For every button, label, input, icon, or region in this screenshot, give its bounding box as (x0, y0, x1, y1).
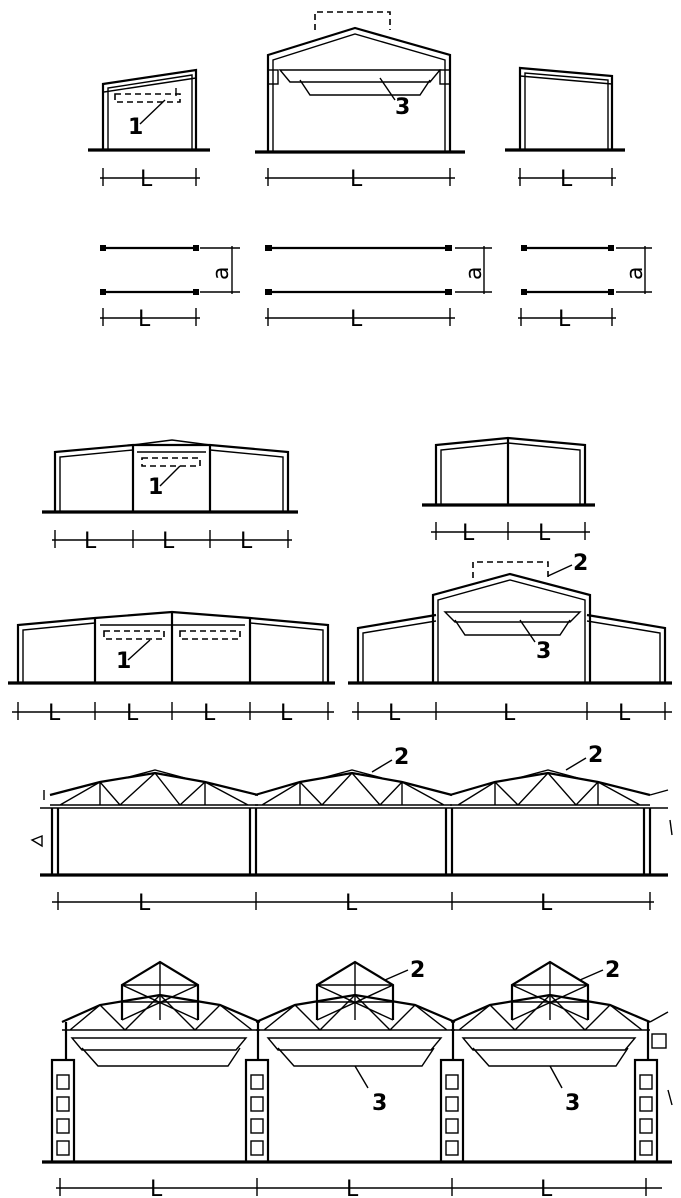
section-three-span: 1 L L L (42, 439, 298, 554)
span-label: L (138, 891, 151, 916)
callout-3: 3 (395, 95, 410, 120)
span-label: L (126, 701, 139, 726)
section-single-span-small-left: 1 L (88, 68, 210, 192)
callout-2: 2 (573, 551, 588, 576)
callout-1: 1 (116, 649, 131, 674)
lattice-column (633, 1058, 659, 1164)
plan-crane: a L (265, 245, 492, 332)
plan-small-left: a L (100, 245, 240, 332)
span-label: L (138, 307, 151, 332)
span-label: L (280, 701, 293, 726)
span-label: L (538, 521, 551, 546)
span-label: L (618, 701, 631, 726)
span-label: L (350, 167, 363, 192)
roof-lantern (510, 960, 590, 1021)
lattice-column (50, 1058, 76, 1164)
span-label: L (558, 307, 571, 332)
span-label: L (540, 891, 553, 916)
callout-3: 3 (372, 1091, 387, 1116)
callout-2: 2 (394, 745, 409, 770)
span-label: L (345, 891, 358, 916)
span-label: L (240, 529, 253, 554)
callout-2: 2 (588, 743, 603, 768)
spacing-label: a (623, 267, 648, 280)
lattice-column (439, 1058, 465, 1164)
span-label: L (140, 167, 153, 192)
plan-small-right: a L (518, 245, 652, 332)
section-single-span-small-right: L (505, 66, 625, 192)
span-label: L (48, 701, 61, 726)
section-two-span: L L (422, 436, 595, 546)
span-label: L (540, 1177, 553, 1198)
lattice-column (244, 1058, 270, 1164)
span-label: L (203, 701, 216, 726)
callout-2: 2 (410, 958, 425, 983)
span-label: L (503, 701, 516, 726)
section-crane-hall-lanterns: 2 2 3 3 L L L (42, 958, 673, 1198)
roof-lantern (315, 960, 395, 1021)
span-label: L (350, 307, 363, 332)
span-label: L (388, 701, 401, 726)
span-label: L (150, 1177, 163, 1198)
callout-1: 1 (148, 475, 163, 500)
section-single-span-crane: 3 L (255, 11, 465, 192)
section-four-span: 1 L L L L (8, 610, 335, 726)
spacing-label: a (462, 267, 487, 280)
span-label: L (560, 167, 573, 192)
span-label: L (84, 529, 97, 554)
callout-3: 3 (536, 639, 551, 664)
callout-3: 3 (565, 1091, 580, 1116)
section-multi-span-truss: 2 2 L L L (30, 743, 673, 916)
span-label: L (462, 521, 475, 546)
span-label: L (346, 1177, 359, 1198)
spacing-label: a (209, 267, 234, 280)
section-stepped-crane: 2 3 L L L (348, 551, 672, 726)
roof-lantern (120, 960, 200, 1021)
span-label: L (162, 529, 175, 554)
callout-2: 2 (605, 958, 620, 983)
callout-1: 1 (128, 115, 143, 140)
